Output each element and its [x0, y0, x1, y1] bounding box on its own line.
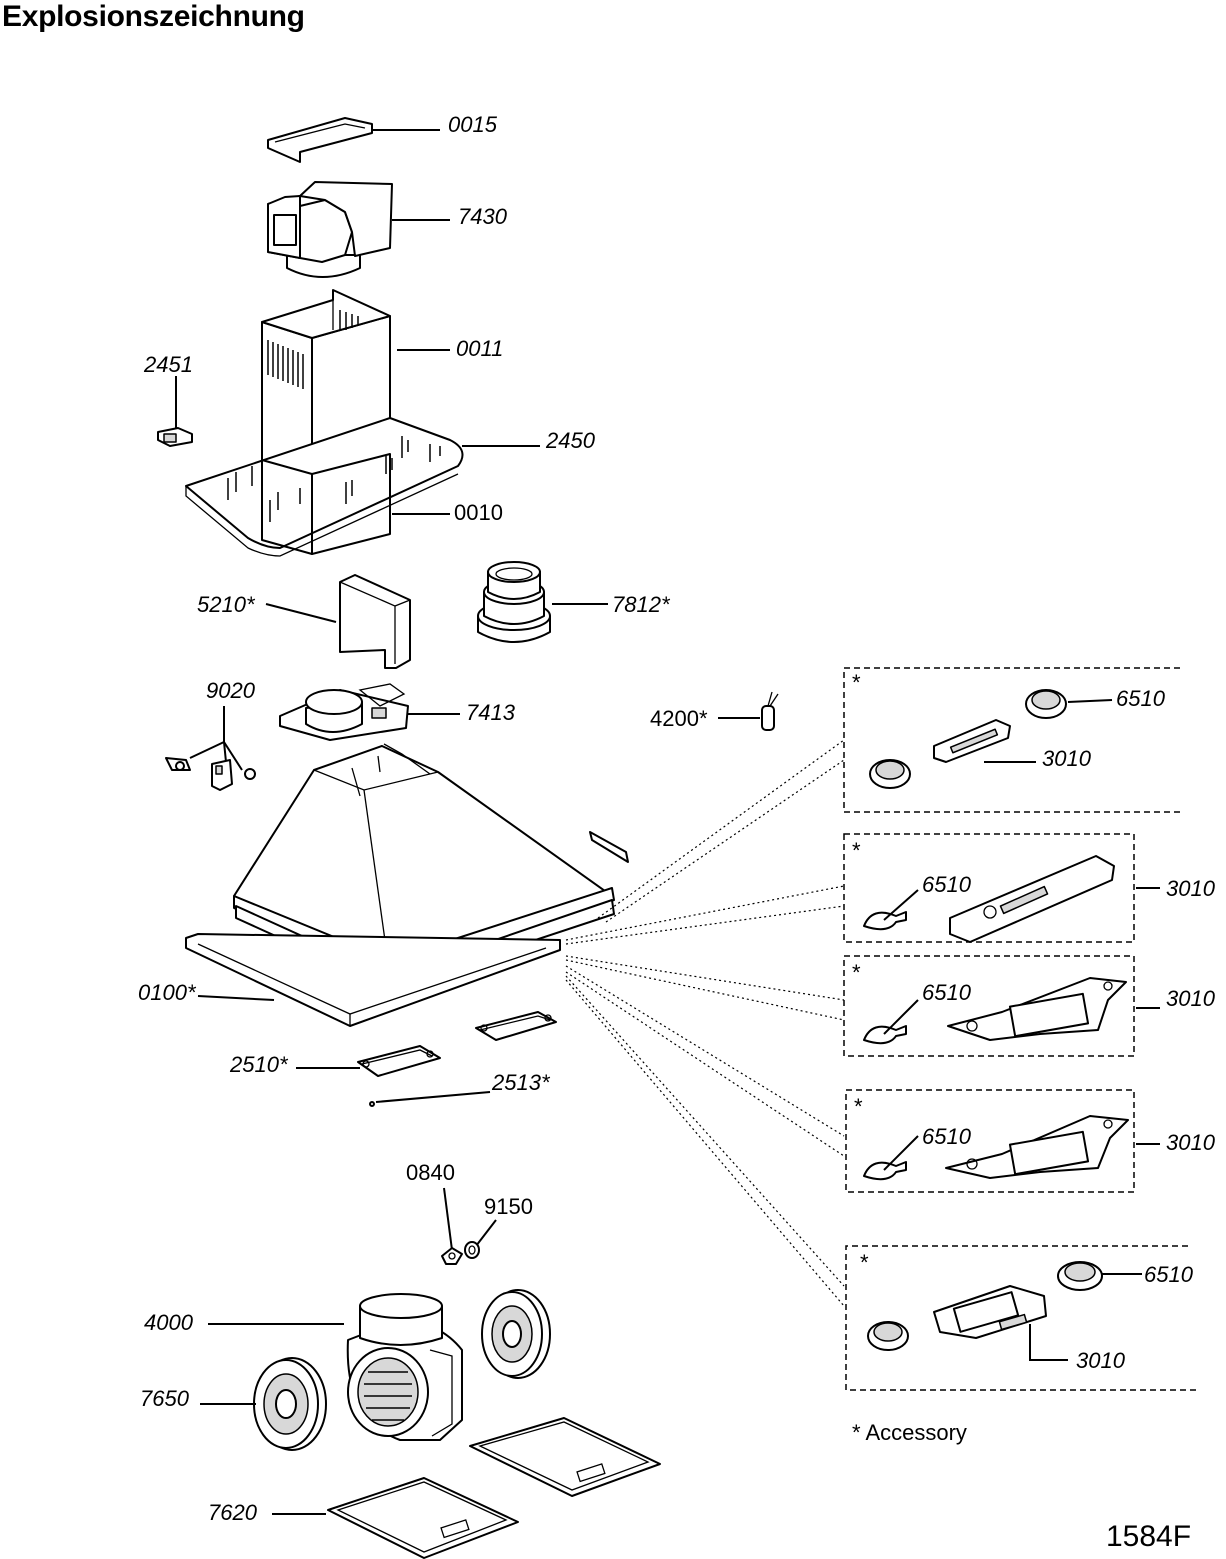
- box4-label-3010: 3010: [1166, 1130, 1216, 1155]
- leader-0100: [197, 995, 275, 1001]
- part-2510-lamp-cover-b: [357, 1045, 441, 1077]
- label-2450: 2450: [545, 428, 596, 453]
- box2-label-6510: 6510: [922, 872, 972, 897]
- box1-label-3010: 3010: [1042, 746, 1092, 771]
- label-5210: 5210*: [197, 592, 256, 617]
- label-2451: 2451: [143, 352, 193, 377]
- part-0015-bracket: [267, 117, 373, 163]
- label-7413: 7413: [466, 700, 516, 725]
- label-0100: 0100*: [138, 980, 197, 1005]
- part-4200-capacitor: [761, 691, 779, 731]
- label-9020: 9020: [206, 678, 256, 703]
- box5-lamp-holder-6510: [1057, 1261, 1103, 1291]
- box2-asterisk: *: [852, 838, 861, 863]
- box2-lamp-rail: [949, 855, 1115, 943]
- box2-label-3010: 3010: [1166, 876, 1216, 901]
- label-4200: 4200*: [650, 706, 708, 731]
- label-4000: 4000: [144, 1310, 194, 1335]
- part-2450-glass-canopy: [185, 417, 464, 557]
- callout-lines: [565, 739, 845, 1307]
- box3-label-6510: 6510: [922, 980, 972, 1005]
- drawing-id: 1584F: [1106, 1520, 1191, 1553]
- box3-asterisk: *: [852, 960, 861, 985]
- page-title: Explosionszeichnung: [2, 0, 305, 33]
- leader-0840: [443, 1187, 453, 1251]
- accessory-note: * Accessory: [852, 1420, 967, 1445]
- part-2513-screw: [369, 1101, 375, 1107]
- label-7430: 7430: [458, 204, 508, 229]
- part-5210-recirculation-kit: [339, 574, 411, 669]
- box5-knob: [867, 1321, 909, 1351]
- label-2513: 2513*: [491, 1070, 551, 1095]
- part-2451-clip: [157, 427, 193, 447]
- box1-label-6510: 6510: [1116, 686, 1166, 711]
- part-7413-fan-flange: [279, 683, 409, 741]
- box5-label-3010: 3010: [1076, 1348, 1126, 1373]
- part-0010-lower-chimney: [261, 453, 391, 555]
- accessory-box-5: * 6510 3010: [845, 1245, 1200, 1391]
- part-7430-duct-connector: [267, 181, 393, 278]
- box1-asterisk: *: [852, 670, 861, 695]
- box3-label-3010: 3010: [1166, 986, 1216, 1011]
- part-7620-grease-filter-back: [469, 1417, 661, 1497]
- box5-label-6510: 6510: [1144, 1262, 1194, 1287]
- part-7812-duct-adaptor: [477, 561, 551, 643]
- box3-lamp-holder: [947, 977, 1127, 1041]
- label-0011: 0011: [456, 336, 503, 361]
- part-7620-grease-filter-front: [327, 1477, 519, 1559]
- box4-asterisk: *: [854, 1094, 863, 1119]
- part-4000-blower-motor: [346, 1293, 463, 1441]
- part-9020-screws: [165, 757, 256, 791]
- leader-5210: [265, 603, 337, 623]
- label-0015: 0015: [448, 112, 498, 137]
- box5-switch-3010: [933, 1285, 1047, 1339]
- part-hood-connector: [589, 831, 629, 863]
- box1-lamp-holder-6510: [1025, 689, 1067, 719]
- leader-9150: [475, 1219, 497, 1247]
- label-7650: 7650: [140, 1386, 190, 1411]
- leader-2513: [375, 1091, 491, 1103]
- accessory-box-1: * 6510 3010: [843, 667, 1180, 813]
- part-2510-lamp-cover-a: [475, 1011, 557, 1041]
- accessory-box-3: * 6510 3010: [843, 955, 1216, 1057]
- accessory-box-4: * 6510 3010: [845, 1089, 1216, 1193]
- box3-bulb: [863, 1025, 907, 1045]
- label-7620: 7620: [208, 1500, 258, 1525]
- part-9150-washer: [464, 1241, 480, 1259]
- box4-bulb: [863, 1161, 907, 1181]
- box1-switch-3010: [933, 719, 1011, 763]
- box2-bulb: [863, 911, 907, 931]
- label-9150: 9150: [484, 1194, 533, 1219]
- part-0100-frame: [185, 933, 561, 1027]
- box5-asterisk: *: [860, 1250, 869, 1275]
- label-0840: 0840: [406, 1160, 455, 1185]
- part-7650-carbon-filter-left: [253, 1357, 327, 1451]
- label-7812: 7812*: [612, 592, 671, 617]
- box1-knob: [869, 759, 911, 789]
- part-7650-carbon-filter-right: [481, 1289, 551, 1379]
- label-0010: 0010: [454, 500, 503, 525]
- accessory-box-2: * 6510 3010: [843, 833, 1216, 943]
- part-0840-nut: [441, 1247, 463, 1265]
- box4-lamp-holder: [945, 1115, 1129, 1179]
- label-2510: 2510*: [229, 1052, 289, 1077]
- box4-label-6510: 6510: [922, 1124, 972, 1149]
